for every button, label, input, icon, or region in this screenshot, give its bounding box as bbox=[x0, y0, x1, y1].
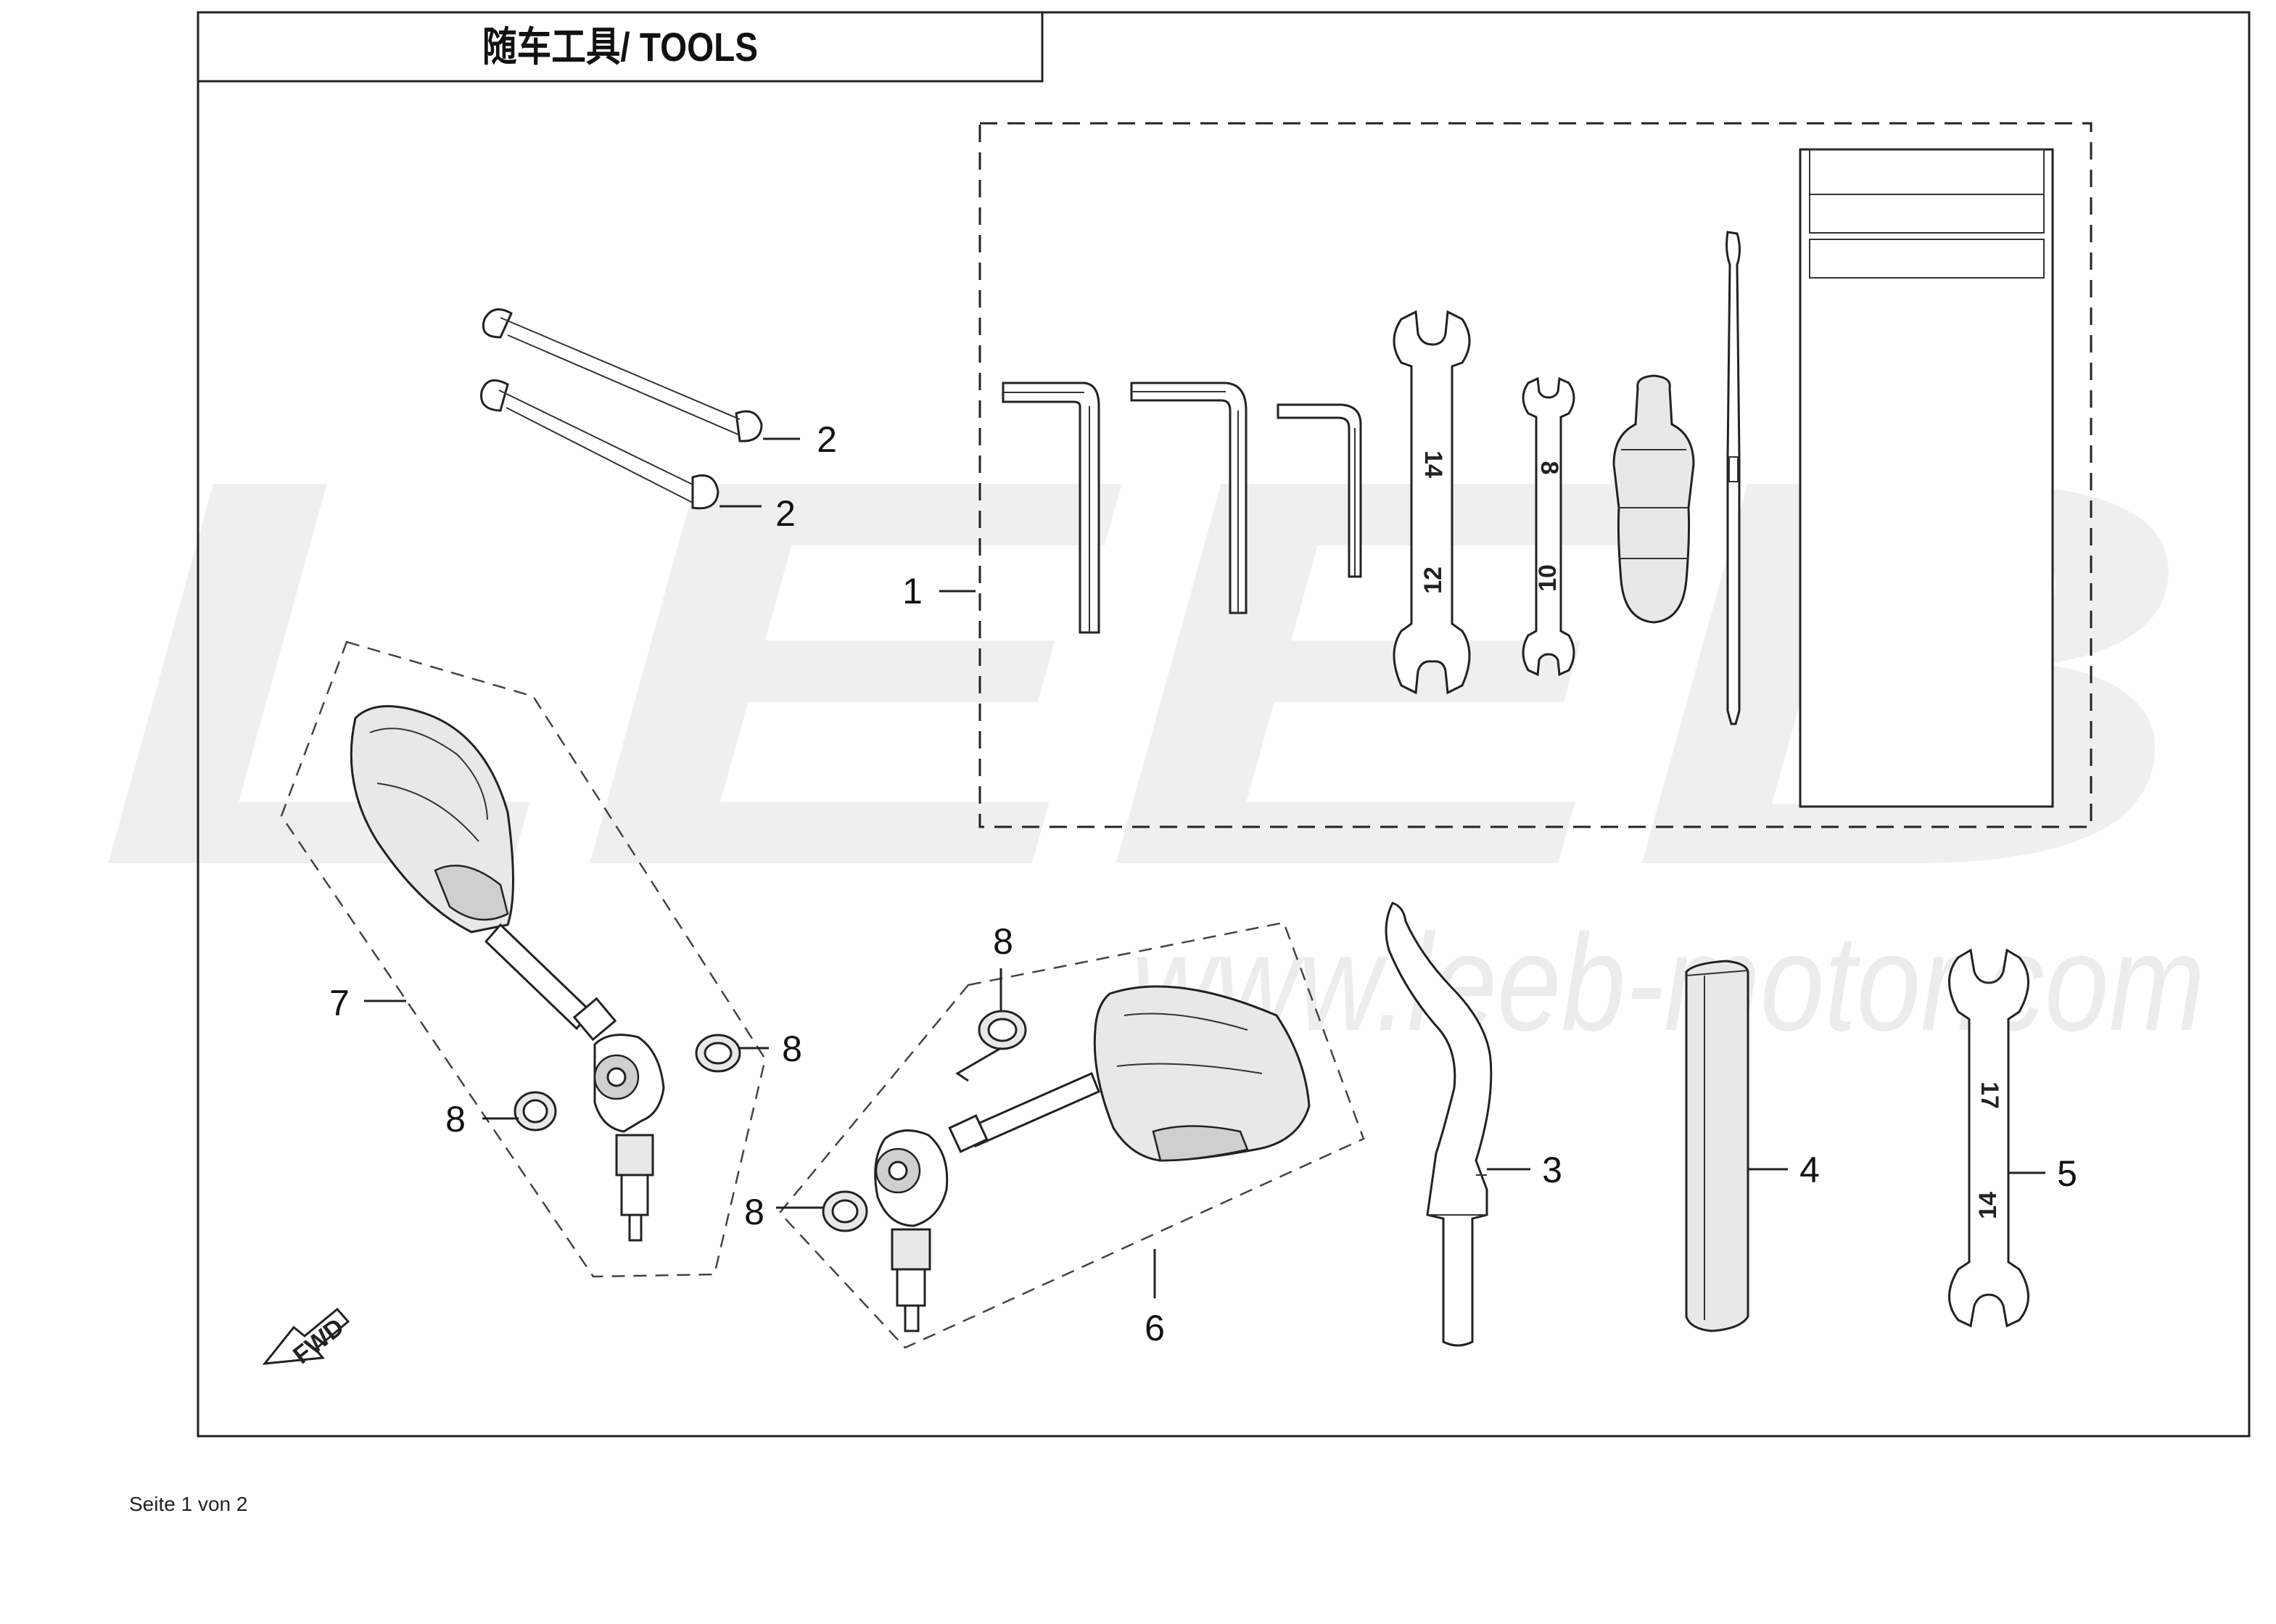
forward-arrow-icon: FWD bbox=[262, 1307, 350, 1369]
wrench-label-10: 10 bbox=[1534, 564, 1562, 592]
callout-2-lower: 2 bbox=[775, 493, 796, 534]
callout-8-d: 8 bbox=[744, 1192, 764, 1232]
mirror-group-7-outline bbox=[280, 640, 767, 1278]
callout-8-c: 8 bbox=[993, 921, 1013, 962]
callout-6: 6 bbox=[1145, 1308, 1165, 1348]
callout-8-b: 8 bbox=[445, 1099, 466, 1139]
mirror-left bbox=[350, 705, 665, 1242]
hex-key-medium bbox=[1130, 382, 1248, 614]
wrench-label-14b: 14 bbox=[1974, 1192, 2002, 1219]
diagram-title: 随车工具/ TOOLS bbox=[482, 24, 758, 70]
hex-key-small bbox=[1277, 403, 1362, 578]
callout-5: 5 bbox=[2057, 1153, 2077, 1194]
callout-4: 4 bbox=[1799, 1150, 1820, 1190]
page-footer: Seite 1 von 2 bbox=[129, 1493, 248, 1515]
callout-7: 7 bbox=[329, 983, 350, 1023]
wrench-8-10: 8 10 bbox=[1522, 376, 1575, 677]
callout-1: 1 bbox=[902, 571, 923, 611]
tool-bag bbox=[1799, 148, 2054, 808]
callout-3: 3 bbox=[1542, 1150, 1562, 1190]
wrench-label-14: 14 bbox=[1419, 450, 1447, 478]
mirror-cap-right-a bbox=[978, 1010, 1027, 1050]
leader-lines bbox=[364, 437, 2045, 1298]
screwdriver-bit bbox=[1725, 231, 1741, 725]
callout-labels: 1 2 2 3 4 5 6 7 8 8 8 8 bbox=[329, 419, 2077, 1348]
callout-2-upper: 2 bbox=[817, 419, 837, 460]
mirror-cap-right-b bbox=[822, 1190, 868, 1232]
title-box bbox=[198, 12, 1044, 83]
hex-key-large bbox=[1002, 382, 1100, 634]
callout-8-a: 8 bbox=[782, 1029, 802, 1069]
diagram-frame bbox=[197, 11, 2251, 1438]
mirror-cap-left-b bbox=[514, 1091, 557, 1132]
screwdriver-handle bbox=[1612, 374, 1695, 624]
mirror-cap-left-a bbox=[695, 1034, 741, 1073]
wrench-14-12: 14 12 bbox=[1393, 310, 1471, 695]
wrench-label-12: 12 bbox=[1419, 566, 1447, 594]
mirror-right bbox=[874, 985, 1311, 1332]
rubber-band-lower bbox=[480, 379, 720, 510]
rubber-band-upper bbox=[482, 308, 763, 442]
wrench-label-17: 17 bbox=[1976, 1081, 2003, 1109]
hook-spanner bbox=[1385, 902, 1493, 1347]
tube-bar bbox=[1685, 960, 1749, 1332]
mirror-group-6-outline bbox=[778, 921, 1365, 1349]
wrench-17-14: 17 14 bbox=[1948, 948, 2029, 1328]
wrench-label-8: 8 bbox=[1535, 461, 1563, 475]
watermark-url: www.leeb-motor.com bbox=[1131, 906, 2205, 1060]
toolkit-group-outline bbox=[978, 122, 2092, 828]
